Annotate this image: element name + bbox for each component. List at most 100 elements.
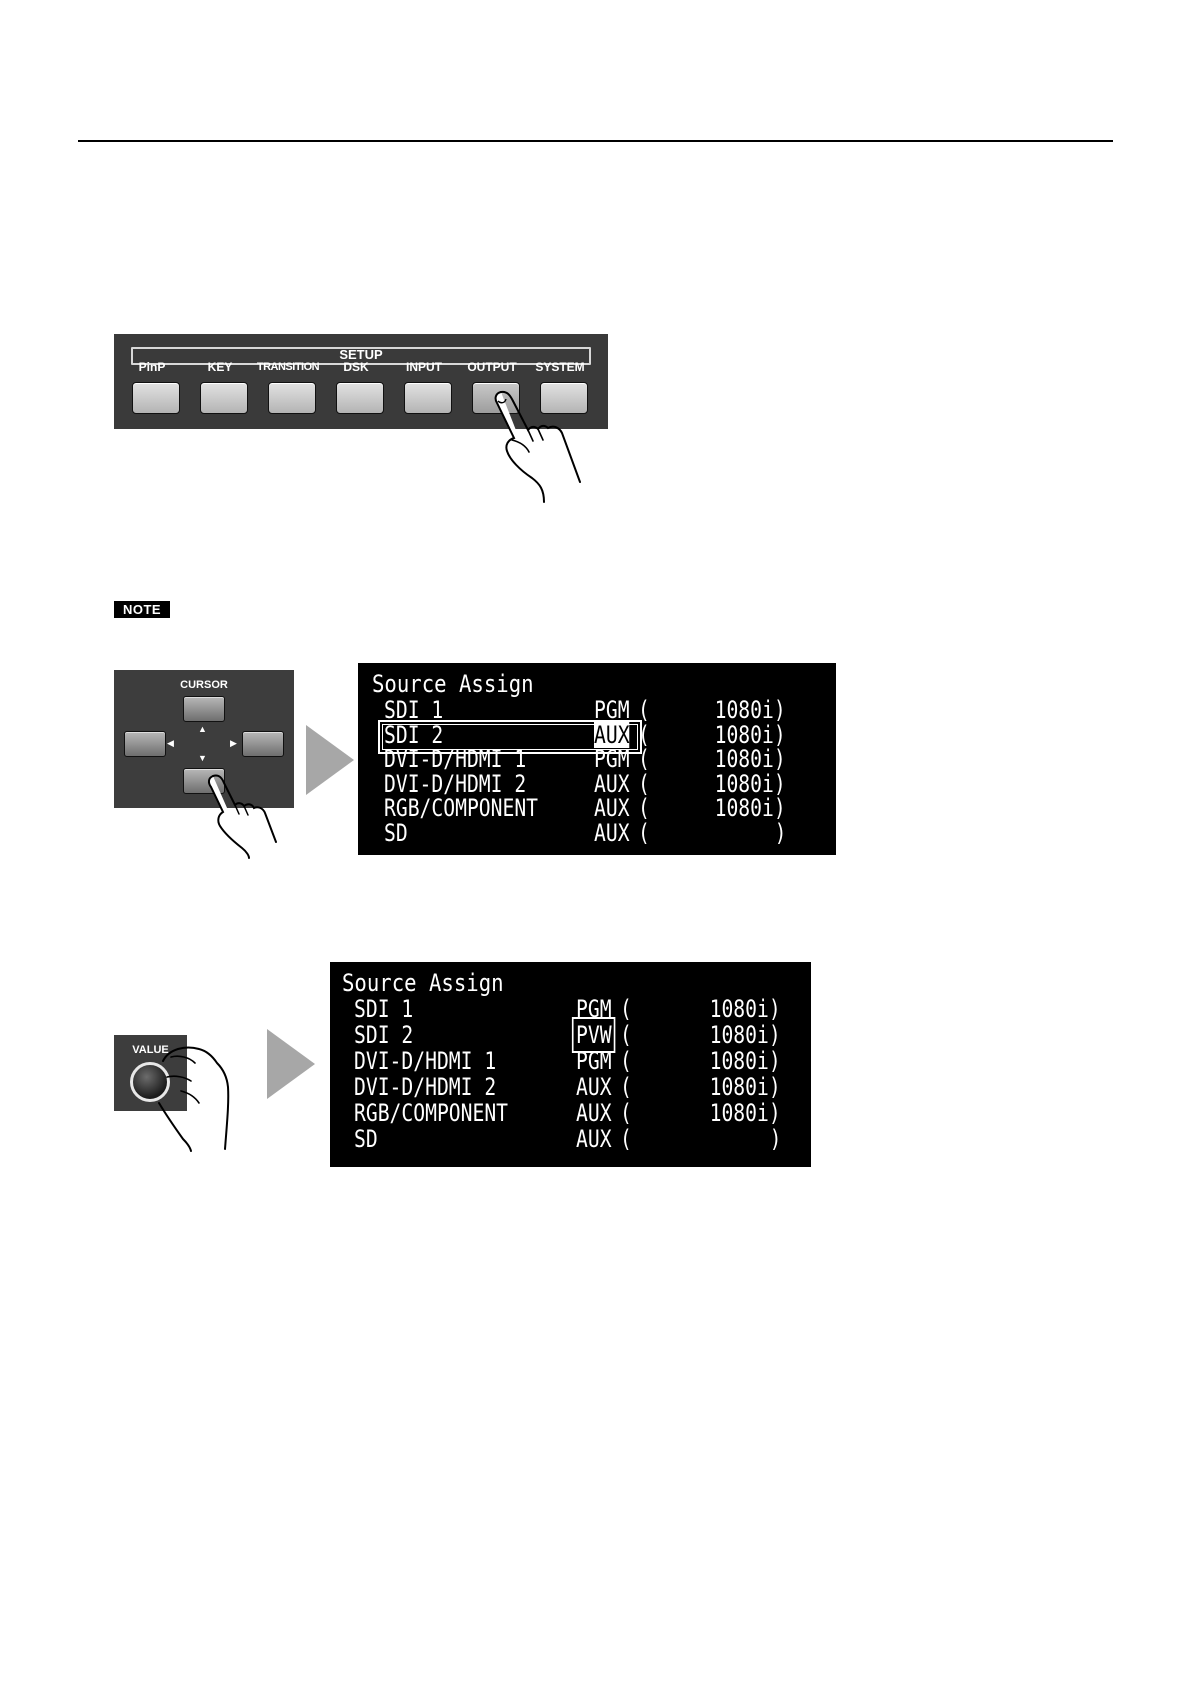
bus-assignment: AUX bbox=[576, 1073, 612, 1101]
video-format: 1080i) bbox=[714, 720, 786, 749]
cursor-panel: CURSOR ▲ ◀ ▶ ▼ bbox=[114, 670, 294, 808]
video-format: ) bbox=[774, 818, 786, 847]
input-button-label: INPUT bbox=[406, 360, 442, 374]
source-name: SDI 1 bbox=[354, 995, 414, 1023]
source-name: SDI 2 bbox=[354, 1021, 414, 1049]
format-open-paren: ( bbox=[620, 1099, 632, 1127]
assign-row: SDI 1 PGM (1080i) bbox=[330, 996, 811, 1022]
source-name: DVI-D/HDMI 2 bbox=[384, 769, 527, 798]
input-button[interactable]: INPUT bbox=[394, 360, 454, 420]
next-step-arrow-icon bbox=[267, 1029, 315, 1099]
bus-assignment: AUX bbox=[594, 769, 630, 798]
value-panel: VALUE bbox=[114, 1035, 187, 1111]
key-button-label: KEY bbox=[207, 360, 233, 374]
format-open-paren: ( bbox=[638, 769, 650, 798]
output-button-label: OUTPUT bbox=[467, 360, 517, 374]
bus-assignment: PGM bbox=[576, 995, 612, 1023]
format-open-paren: ( bbox=[638, 745, 650, 773]
video-format: 1080i) bbox=[714, 794, 786, 822]
video-format: 1080i) bbox=[709, 1073, 781, 1101]
key-button-cap bbox=[200, 382, 248, 414]
dsk-button-label: DSK bbox=[343, 360, 369, 374]
header-rule bbox=[78, 140, 1113, 142]
source-name: RGB/COMPONENT bbox=[384, 794, 539, 822]
dsk-button-cap bbox=[336, 382, 384, 414]
assign-row: SD AUX () bbox=[358, 820, 836, 846]
next-step-arrow-icon bbox=[306, 725, 354, 795]
pointing-hand-icon bbox=[207, 774, 277, 859]
source-name: DVI-D/HDMI 1 bbox=[354, 1047, 497, 1075]
dsk-button[interactable]: DSK bbox=[326, 360, 386, 420]
assign-row: SDI 2 PVW(1080i) bbox=[330, 1017, 811, 1053]
bus-assignment: PGM bbox=[576, 1047, 612, 1075]
video-format: 1080i) bbox=[714, 745, 786, 773]
cursor-title: CURSOR bbox=[180, 679, 228, 691]
screen-title: Source Assign bbox=[372, 670, 534, 698]
system-button-label: SYSTEM bbox=[535, 360, 585, 374]
format-open-paren: ( bbox=[620, 995, 632, 1023]
assign-row: DVI-D/HDMI 1 PGM (1080i) bbox=[330, 1048, 811, 1074]
video-format: 1080i) bbox=[709, 1047, 781, 1075]
video-format: 1080i) bbox=[709, 1021, 781, 1049]
bus-assignment: AUX bbox=[594, 794, 630, 822]
bus-assignment: PGM bbox=[594, 745, 630, 773]
assign-row: DVI-D/HDMI 2 AUX (1080i) bbox=[358, 771, 836, 797]
transition-button-cap bbox=[268, 382, 316, 414]
right-arrow-icon: ▶ bbox=[230, 738, 237, 748]
left-arrow-icon: ◀ bbox=[167, 738, 174, 748]
setup-frame: SETUP bbox=[131, 347, 591, 365]
bus-assignment: AUX bbox=[594, 720, 630, 749]
cursor-up-button[interactable] bbox=[183, 696, 225, 722]
format-open-paren: ( bbox=[620, 1021, 632, 1049]
cursor-right-button[interactable] bbox=[242, 731, 284, 757]
bus-assignment: AUX bbox=[576, 1125, 612, 1153]
screen-title: Source Assign bbox=[342, 969, 504, 997]
video-format: 1080i) bbox=[709, 995, 781, 1023]
video-format: ) bbox=[769, 1125, 781, 1153]
setup-title: SETUP bbox=[339, 347, 383, 362]
selection-frame bbox=[378, 720, 642, 754]
source-name: SD bbox=[354, 1125, 378, 1153]
format-open-paren: ( bbox=[620, 1047, 632, 1075]
source-name: DVI-D/HDMI 2 bbox=[354, 1073, 497, 1101]
note-badge: NOTE bbox=[114, 601, 170, 618]
video-format: 1080i) bbox=[714, 769, 786, 798]
system-button[interactable]: SYSTEM bbox=[530, 360, 590, 420]
value-dial[interactable] bbox=[130, 1062, 170, 1102]
source-name: RGB/COMPONENT bbox=[354, 1099, 509, 1127]
pinp-button-cap bbox=[132, 382, 180, 414]
transition-button-label: TRANSITION bbox=[256, 361, 320, 373]
pinp-button-label: PinP bbox=[138, 360, 166, 374]
assign-row: SDI 2 AUX (1080i) bbox=[358, 720, 836, 749]
assign-row: SD AUX () bbox=[330, 1126, 811, 1152]
setup-panel: SETUP PinP KEY TRANSITION DSK INPUT OUTP… bbox=[114, 334, 608, 429]
format-open-paren: ( bbox=[638, 818, 650, 847]
cursor-left-button[interactable] bbox=[124, 731, 166, 757]
pinp-button[interactable]: PinP bbox=[122, 360, 182, 420]
assign-row: RGB/COMPONENT AUX (1080i) bbox=[330, 1100, 811, 1126]
input-button-cap bbox=[404, 382, 452, 414]
transition-button[interactable]: TRANSITION bbox=[257, 360, 320, 420]
assign-row: RGB/COMPONENT AUX (1080i) bbox=[358, 795, 836, 821]
format-open-paren: ( bbox=[620, 1125, 632, 1153]
format-open-paren: ( bbox=[638, 794, 650, 822]
source-name: SD bbox=[384, 818, 408, 847]
bus-assignment: AUX bbox=[594, 818, 630, 847]
source-name: DVI-D/HDMI 1 bbox=[384, 745, 527, 773]
bus-assignment: AUX bbox=[576, 1099, 612, 1127]
video-format: 1080i) bbox=[709, 1099, 781, 1127]
source-name: SDI 2 bbox=[384, 720, 444, 749]
format-open-paren: ( bbox=[638, 696, 650, 724]
key-button[interactable]: KEY bbox=[190, 360, 250, 420]
video-format: 1080i) bbox=[714, 696, 786, 724]
pointing-hand-icon bbox=[494, 390, 581, 503]
turning-hand-icon bbox=[158, 1046, 230, 1152]
bus-assignment: PVW bbox=[571, 1017, 616, 1053]
value-title: VALUE bbox=[132, 1044, 169, 1056]
format-open-paren: ( bbox=[638, 720, 650, 749]
system-button-cap bbox=[540, 382, 588, 414]
